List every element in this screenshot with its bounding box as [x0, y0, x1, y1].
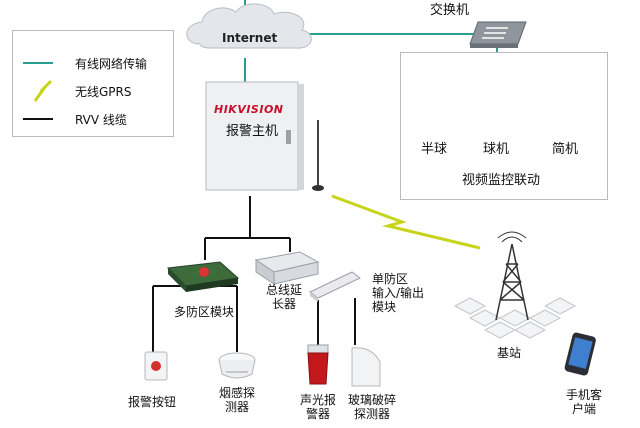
rvv-line-swatch: [23, 118, 53, 120]
glass-break-label: 玻璃破碎 探测器: [347, 393, 396, 421]
legend-label: RVV 线缆: [75, 113, 127, 127]
base-station-device: [453, 231, 577, 339]
alarm-button-label: 报警按钮: [128, 395, 177, 409]
legend-item-rvv: RVV 线缆: [13, 107, 173, 131]
wired-line-swatch: [23, 62, 53, 64]
internet-label: Internet: [222, 31, 278, 45]
legend-item-gprs: 无线GPRS: [13, 79, 173, 103]
video-surveillance-group: [400, 52, 608, 200]
smoke-detector-label: 烟感探 测器: [218, 386, 255, 414]
video-group-label: 视频监控联动: [462, 173, 541, 188]
siren-device: [307, 344, 329, 385]
bus-extender-label: 总线延 长器: [265, 283, 302, 311]
legend: 有线网络传输 无线GPRS RVV 线缆: [12, 30, 174, 137]
single-zone-module-device: [309, 271, 361, 302]
legend-label: 无线GPRS: [75, 85, 132, 99]
bus-extender-device: [254, 251, 320, 285]
switch-label: 交换机: [430, 3, 470, 18]
lightning-icon: [33, 79, 53, 102]
mobile-client-label: 手机客 户端: [565, 388, 602, 416]
alarm-host-label: 报警主机: [226, 124, 279, 139]
siren-label: 声光报 警器: [299, 393, 336, 421]
single-zone-label: 单防区 输入/输出 模块: [372, 272, 425, 314]
glass-break-device: [351, 347, 381, 387]
multi-zone-label: 多防区模块: [174, 305, 235, 319]
brand-logo: HIKVISION: [214, 103, 284, 116]
alarm-host-cabinet: [205, 81, 304, 191]
antenna: [312, 120, 324, 191]
smoke-detector-device: [218, 352, 256, 379]
ptz-camera-label: 球机: [483, 142, 510, 157]
bullet-camera-label: 简机: [552, 142, 579, 157]
mobile-phone-device: [564, 332, 596, 376]
gprs-link: [331, 194, 481, 250]
legend-label: 有线网络传输: [75, 57, 148, 71]
multi-zone-module-device: [166, 261, 240, 292]
legend-item-wired: 有线网络传输: [13, 51, 173, 75]
base-station-label: 基站: [497, 346, 522, 360]
switch-device: [469, 21, 527, 48]
dome-camera-label: 半球: [421, 142, 448, 157]
alarm-button-device: [144, 351, 168, 381]
internet-cloud: [186, 3, 312, 49]
